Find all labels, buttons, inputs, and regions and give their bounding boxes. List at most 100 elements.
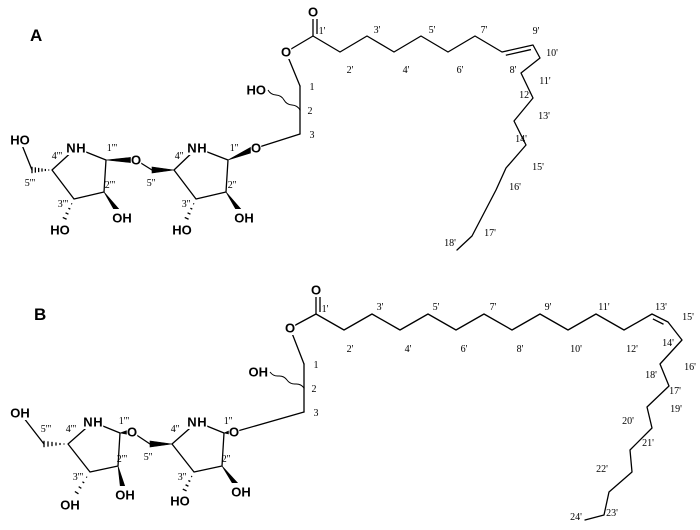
ester-oxygen-label: O — [281, 45, 291, 60]
chain-number-23: 23' — [606, 508, 618, 519]
hash-line — [184, 216, 189, 220]
hydroxyl-3pp-label: HO — [172, 223, 192, 238]
chain-number-24: 24' — [570, 512, 582, 523]
ring-number-1ppp: 1''' — [107, 143, 118, 154]
ring-number-3ppp: 3''' — [73, 472, 84, 483]
ring-2ppp-nitrogen-label-bg — [82, 413, 94, 429]
ring-2pp-bonds — [171, 421, 225, 473]
ring-number-4ppp: 4''' — [66, 424, 77, 435]
ring-number-5pp: 5'' — [144, 452, 153, 463]
glycosidic-oxygen-label-bg — [126, 423, 138, 439]
hash-line — [68, 207, 71, 210]
ring-number-1pp: 1'' — [230, 143, 239, 154]
wedge-c4pp-c5pp — [151, 166, 175, 174]
hash-line — [62, 216, 67, 220]
glycosidic-oxygen-label: O — [127, 425, 137, 440]
acyl-chain-bonds — [285, 35, 541, 251]
chain-number-16: 16' — [684, 362, 696, 373]
wavy-bond-c2-oh — [269, 371, 305, 389]
chain-number-6: 6' — [457, 65, 464, 76]
cis-double-bond — [505, 48, 532, 56]
chain-number-5: 5' — [429, 25, 436, 36]
ring-number-3ppp: 3''' — [58, 199, 69, 210]
hydroxyl-2ppp-label-bg — [112, 209, 132, 225]
chain-number-10: 10' — [570, 344, 582, 355]
hash-line — [65, 212, 69, 215]
ether-oxygen-label: O — [251, 141, 261, 156]
ether-oxygen-label-bg — [228, 423, 240, 439]
wedge-c4pp-c5pp — [149, 440, 173, 448]
hydroxyl-2ppp-label: OH — [115, 488, 135, 503]
ring-2pp-bonds — [173, 147, 229, 200]
ring-number-5ppp: 5''' — [41, 424, 52, 435]
terminal-hydroxyl-label-bg — [10, 404, 30, 420]
ester-oxygen-label-bg — [280, 43, 292, 59]
hydroxyl-3pp-label-bg — [172, 221, 192, 237]
ring-2ppp-bonds — [67, 421, 121, 473]
glycerol-number-2: 2 — [312, 384, 317, 395]
chain-number-2: 2' — [347, 65, 354, 76]
ring-2ppp-hydrogen-label: H — [93, 415, 102, 430]
chain-number-15: 15' — [532, 162, 544, 173]
ring-number-3pp: 3'' — [182, 199, 191, 210]
glycosidic-oxygen-label: O — [131, 153, 141, 168]
hydroxyl-3pp-label: HO — [170, 494, 190, 509]
glycerol-hydroxyl-label-bg — [249, 363, 268, 379]
structure-b: BO1'2'3'4'5'6'7'8'9'10'11'12'13'14'15'16… — [10, 281, 696, 523]
ring-number-5pp: 5'' — [147, 178, 156, 189]
chain-number-21: 21' — [642, 438, 654, 449]
ring-2ppp-bonds — [51, 147, 107, 200]
ether-oxygen-label-bg — [250, 139, 262, 155]
ring-2ppp-hydrogen-label-bg — [75, 139, 87, 155]
ring-number-4pp: 4'' — [175, 151, 184, 162]
chain-number-8: 8' — [517, 344, 524, 355]
hash-line — [185, 484, 189, 487]
acyl-chain-bonds — [289, 313, 683, 521]
chain-number-12: 12' — [626, 344, 638, 355]
ring-2pp-hydrogen-label: H — [197, 141, 206, 156]
wavy-bond-c2-oh — [267, 89, 301, 111]
hydroxyl-3pp-label-bg — [170, 492, 190, 508]
chain-number-14: 14' — [662, 338, 674, 349]
ester-oxygen-label-bg — [284, 319, 296, 335]
ring-2pp-nitrogen-label-bg — [186, 413, 198, 429]
panel-label: A — [30, 26, 42, 45]
chain-number-4: 4' — [405, 344, 412, 355]
carbonyl-oxygen-label-bg — [307, 3, 319, 19]
ring-2ppp-nitrogen-label-bg — [65, 139, 77, 155]
carbonyl-oxygen-label-bg — [310, 281, 322, 297]
ring-2ppp-hydrogen-label: H — [76, 141, 85, 156]
hydroxyl-3ppp-label-bg — [60, 496, 80, 512]
chain-number-8: 8' — [510, 65, 517, 76]
terminal-hydroxyl-label-bg — [10, 131, 30, 147]
glycerol-number-1: 1 — [314, 360, 319, 371]
glycerol-number-3: 3 — [310, 130, 315, 141]
chain-number-16: 16' — [509, 182, 521, 193]
chain-number-3: 3' — [377, 302, 384, 313]
chain-number-12: 12' — [519, 90, 531, 101]
glycerol-number-3: 3 — [314, 408, 319, 419]
hashed-c4ppp-c5ppp — [43, 440, 65, 448]
chain-number-11: 11' — [539, 76, 551, 87]
hashed-c4ppp-c5ppp — [31, 166, 50, 174]
ring-2ppp-nitrogen-label: N — [66, 141, 75, 156]
glycerol-hydroxyl-label: HO — [247, 83, 267, 98]
hydroxyl-2pp-label-bg — [234, 209, 254, 225]
ring-2pp-nitrogen-label: N — [187, 141, 196, 156]
hash-line — [187, 212, 191, 215]
chain-number-7: 7' — [481, 25, 488, 36]
hydroxyl-2pp-label-bg — [231, 483, 251, 499]
hydroxyl-3ppp-label: OH — [60, 498, 80, 513]
terminal-hydroxyl-label: OH — [10, 406, 30, 421]
ring-2ppp-nitrogen-label: N — [83, 415, 92, 430]
hydroxyl-3ppp-label: HO — [50, 223, 70, 238]
ring-number-2ppp: 2''' — [117, 454, 128, 465]
ring-number-5ppp: 5''' — [25, 178, 36, 189]
ring-number-2pp: 2'' — [228, 180, 237, 191]
chain-number-2: 2' — [347, 344, 354, 355]
ring-2pp-hydrogen-label-bg — [196, 413, 208, 429]
bond-c3-oether — [233, 411, 305, 433]
hash-line — [190, 207, 193, 210]
chain-number-4: 4' — [403, 65, 410, 76]
